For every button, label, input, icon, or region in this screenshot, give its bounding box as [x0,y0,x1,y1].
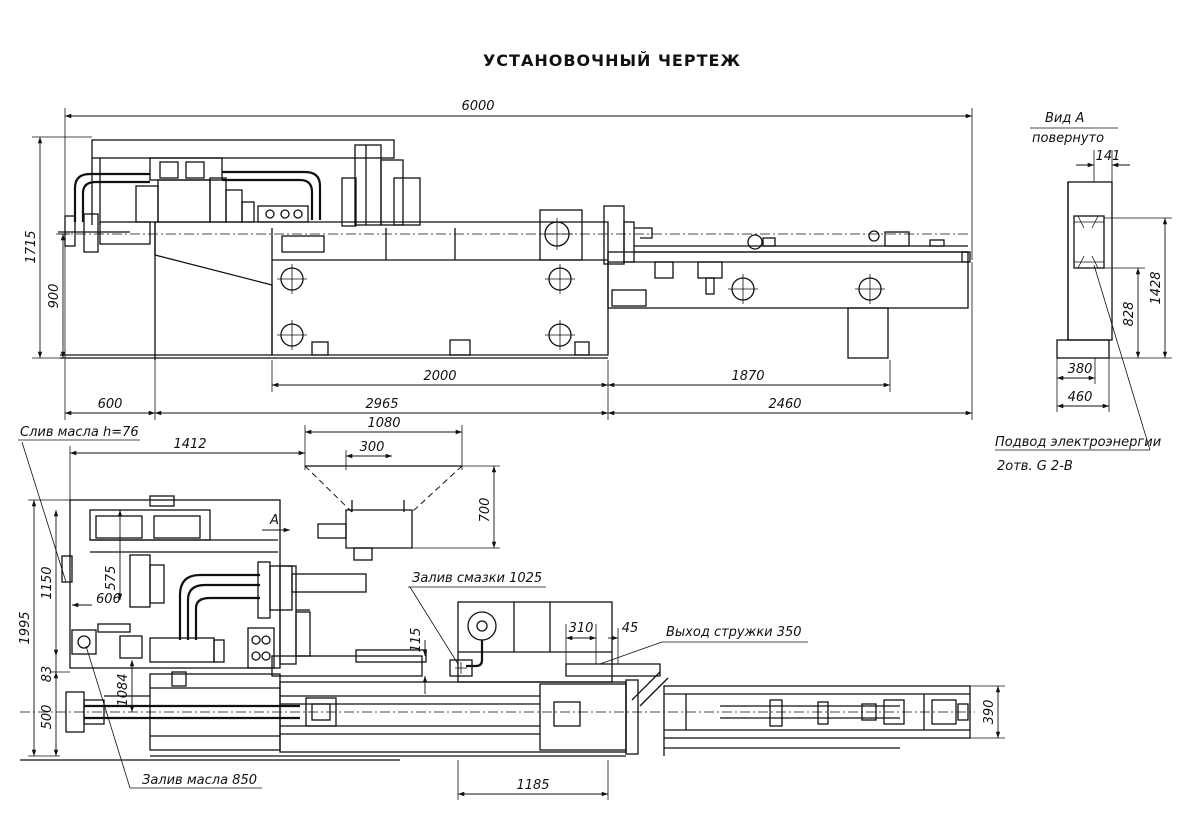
dim-1428: 1428 [1149,271,1164,304]
callout-chip-exit: Выход стружки 350 [666,625,802,640]
dim-2965: 2965 [365,397,398,412]
dim-1995: 1995 [18,611,33,644]
dim-1412: 1412 [173,437,206,452]
dim-500: 500 [40,705,55,730]
dim-600: 600 [98,397,123,412]
dim-axis-height: 900 [47,284,62,309]
dim-606: 606 [96,592,121,607]
dim-2000: 2000 [423,369,456,384]
view-label-line2: повернуто [1032,131,1104,146]
dim-1870: 1870 [731,369,764,384]
callout-power-holes: 2отв. G 2-В [997,459,1073,474]
view-arrow-label: А [269,513,279,528]
dim-1185: 1185 [516,778,549,793]
dim-390: 390 [982,700,997,725]
dim-83: 83 [40,666,55,683]
dim-141: 141 [1096,149,1121,164]
callout-lube-fill: Залив смазки 1025 [412,571,542,586]
dim-828: 828 [1122,302,1137,327]
dim-460: 460 [1068,390,1093,405]
drawing-title: УСТАНОВОЧНЫЙ ЧЕРТЕЖ [483,51,741,70]
dim-1150: 1150 [40,566,55,599]
dim-height: 1715 [24,230,39,263]
dim-1080: 1080 [367,416,400,431]
dim-total-length: 6000 [461,99,494,114]
dim-310: 310 [569,621,594,636]
dim-575: 575 [104,566,119,591]
plan-view: Слив масла h=76 1412 1080 300 700 [18,416,1005,800]
dim-2460: 2460 [768,397,801,412]
dim-115: 115 [409,628,424,653]
side-view: Вид А повернуто 141 1428 828 380 [995,111,1172,474]
dim-1084: 1084 [116,673,131,706]
view-label-line1: Вид А [1045,111,1084,126]
dim-300: 300 [360,440,385,455]
callout-power-supply: Подвод электроэнергии [995,435,1161,450]
dim-700: 700 [478,498,493,523]
front-view: 6000 [24,99,973,420]
callout-oil-fill: Залив масла 850 [142,773,257,788]
dim-380: 380 [1068,362,1093,377]
dim-45: 45 [622,621,639,636]
callout-oil-drain: Слив масла h=76 [20,425,139,440]
